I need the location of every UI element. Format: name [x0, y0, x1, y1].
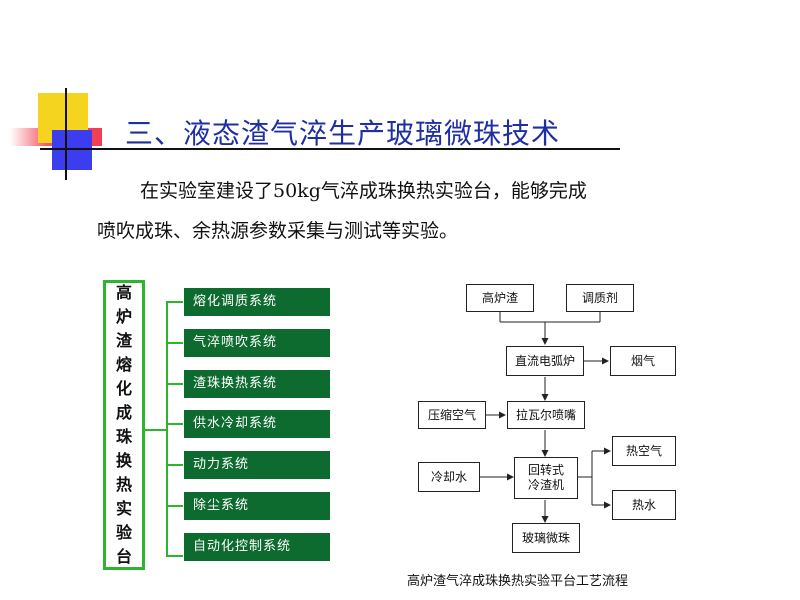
vertical-char: 珠 [115, 427, 132, 446]
subsystem-melting: 熔化调质系统 [184, 288, 330, 316]
subsystem-power: 动力系统 [184, 451, 330, 479]
subsystem-dust-removal: 除尘系统 [184, 492, 330, 520]
decor-blue-square [52, 130, 92, 170]
node-cooling-water: 冷却水 [418, 462, 480, 492]
subsystem-gas-quench: 气淬喷吹系统 [184, 329, 330, 357]
slide-title: 三、液态渣气淬生产玻璃微珠技术 [125, 117, 561, 150]
node-arc-furnace: 直流电弧炉 [506, 346, 584, 376]
vertical-char: 台 [115, 547, 132, 566]
node-hot-water: 热水 [612, 490, 676, 520]
subsystem-heat-exchange: 渣珠换热系统 [184, 370, 330, 398]
process-flowchart: 高炉渣 调质剂 直流电弧炉 烟气 压缩空气 拉瓦尔喷嘴 冷却水 回转式 冷渣机 … [400, 270, 700, 570]
flowchart-caption: 高炉渣气淬成珠换热实验平台工艺流程 [407, 574, 629, 589]
vertical-char: 成 [115, 403, 132, 422]
node-slag: 高炉渣 [466, 284, 534, 312]
subsystem-automation: 自动化控制系统 [184, 533, 330, 561]
test-platform-box: 高 炉 渣 熔 化 成 珠 换 热 实 验 台 [103, 280, 145, 570]
vertical-char: 换 [115, 451, 132, 470]
vertical-char: 高 [115, 283, 132, 302]
paragraph-line-1: 在实验室建设了50kg气淬成珠换热实验台，能够完成 [140, 180, 587, 202]
decor-vertical-line [65, 88, 67, 180]
subsystem-water-cooling: 供水冷却系统 [184, 410, 330, 438]
node-conditioner: 调质剂 [566, 284, 634, 312]
node-hot-air: 热空气 [612, 436, 676, 466]
vertical-char: 熔 [115, 355, 132, 374]
vertical-char: 实 [115, 499, 132, 518]
node-compressed-air: 压缩空气 [418, 401, 486, 429]
paragraph-line-2: 喷吹成珠、余热源参数采集与测试等实验。 [97, 220, 459, 242]
flowchart-connectors [480, 311, 611, 523]
vertical-char: 热 [115, 475, 132, 494]
node-glass-beads: 玻璃微珠 [512, 523, 580, 553]
node-flue-gas: 烟气 [610, 346, 676, 376]
vertical-char: 渣 [115, 331, 132, 350]
node-rotary-cooler: 回转式 冷渣机 [514, 457, 578, 499]
vertical-char: 炉 [115, 307, 132, 326]
brace-connector [145, 301, 183, 557]
vertical-char: 验 [115, 523, 132, 542]
node-laval-nozzle: 拉瓦尔喷嘴 [507, 401, 585, 429]
vertical-char: 化 [115, 379, 132, 398]
title-underline [40, 148, 620, 150]
